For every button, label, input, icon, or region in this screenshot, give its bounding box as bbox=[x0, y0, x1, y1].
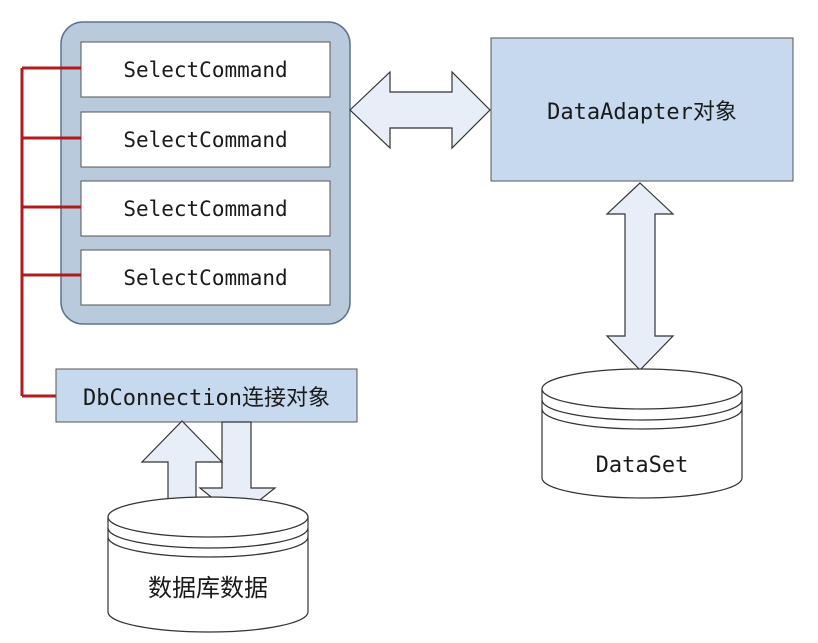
data-adapter-box bbox=[490, 37, 794, 182]
select-command-label-4: SelectCommand bbox=[123, 265, 288, 290]
data-adapter-label: DataAdapter对象 bbox=[547, 99, 737, 125]
db-connection-label: DbConnection连接对象 bbox=[83, 385, 330, 411]
db-connection-box bbox=[55, 368, 358, 423]
double-arrow-vertical bbox=[605, 182, 675, 371]
select-command-box bbox=[80, 180, 331, 237]
select-command-label-3: SelectCommand bbox=[123, 196, 288, 221]
select-command-box bbox=[80, 41, 331, 98]
database-cylinder bbox=[107, 496, 309, 633]
database-label: 数据库数据 bbox=[148, 573, 268, 602]
select-command-label-1: SelectCommand bbox=[123, 57, 288, 82]
select-command-box bbox=[80, 249, 331, 306]
double-arrow-horizontal bbox=[349, 70, 491, 150]
dataset-label: DataSet bbox=[595, 452, 689, 478]
connector-bus bbox=[20, 66, 81, 398]
dataset-cylinder bbox=[541, 368, 743, 499]
select-command-label-2: SelectCommand bbox=[123, 127, 288, 152]
select-command-box bbox=[80, 111, 331, 168]
